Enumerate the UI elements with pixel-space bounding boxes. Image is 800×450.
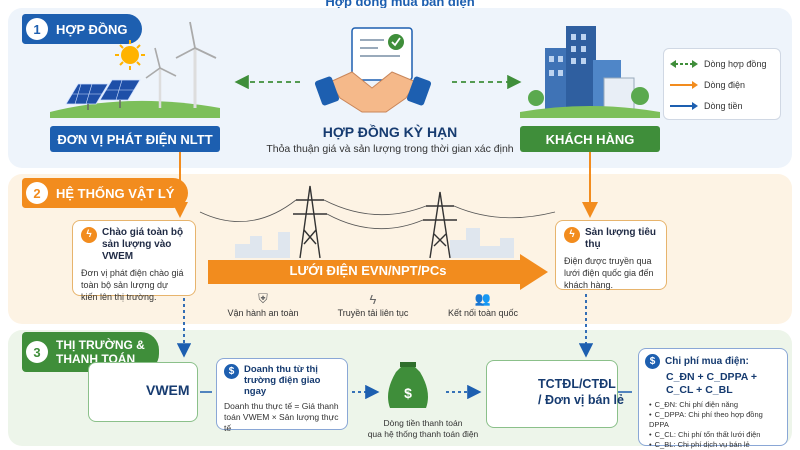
generator-label: ĐƠN VỊ PHÁT ĐIỆN NLTT <box>50 126 220 152</box>
lightning-icon: ϟ <box>369 291 377 307</box>
lightning-icon: ϟ <box>81 227 97 243</box>
grid-label: LƯỚI ĐIỆN EVN/NPT/PCs <box>289 263 447 278</box>
handshake-icon <box>314 71 432 113</box>
section-number: 2 <box>26 182 48 204</box>
section-contract-header: 1 HỢP ĐỒNG <box>22 14 142 44</box>
section-physical-header: 2 HỆ THỐNG VẬT LÝ <box>22 178 189 208</box>
offer-card-title: Chào giá toàn bộ sản lượng vào VWEM <box>102 227 184 262</box>
feature-label: Vận hành an toàn <box>227 308 299 318</box>
cost-formula-line2: C_CL + C_BL <box>666 384 733 396</box>
vwem-box <box>88 362 198 422</box>
feature-item: ⛨ Vận hành an toàn <box>208 290 318 318</box>
retailer-box <box>486 360 618 428</box>
revenue-card-body: Doanh thu thực tế = Giá thanh toán VWEM … <box>224 401 339 433</box>
cost-item: C_ĐN: Chi phí điện năng <box>649 400 781 410</box>
legend-line-icon <box>670 101 698 110</box>
legend-label: Dòng điện <box>704 79 746 90</box>
cost-card-title: Chi phí mua điện: <box>665 355 749 367</box>
contract-subtitle: Thỏa thuận giá và sản lượng trong thời g… <box>266 143 514 155</box>
grass-icon <box>50 100 220 118</box>
offer-card-body: Đơn vị phát điện chào giá toàn bộ sản lư… <box>81 268 184 302</box>
legend-item: Dòng hợp đồng <box>670 53 774 74</box>
payment-flow-text-line2: qua hệ thống thanh toán điện <box>367 429 479 439</box>
legend-line-icon <box>670 80 698 89</box>
svg-text:$: $ <box>404 385 412 401</box>
shield-icon: ⛨ <box>258 291 268 306</box>
section-label: HỢP ĐỒNG <box>56 21 128 37</box>
buildings-icon <box>520 26 660 118</box>
vwem-label: VWEM <box>146 382 190 398</box>
payment-flow-text-line1: Dòng tiền thanh toán <box>383 418 463 428</box>
feature-label: Truyền tải liên tục <box>337 308 409 318</box>
feature-label: Kết nối toàn quốc <box>447 308 519 318</box>
consumption-card-title: Sản lượng tiêu thụ <box>585 227 657 250</box>
customer-label: KHÁCH HÀNG <box>520 126 660 152</box>
feature-item: 👥 Kết nối toàn quốc <box>428 290 538 318</box>
retailer-label-line1: TCTĐL/CTĐL <box>538 377 616 391</box>
retailer-label: TCTĐL/CTĐL / Đơn vị bán lẻ <box>538 376 624 408</box>
consumption-card-body: Điện được truyền qua lưới điện quốc gia … <box>564 256 654 290</box>
contract-title: HỢP ĐỒNG KỲ HẠN <box>322 124 458 140</box>
sun-icon <box>115 40 145 70</box>
revenue-card: $Doanh thu từ thị trường điện giao ngay … <box>216 358 348 433</box>
offer-card: ϟ Chào giá toàn bộ sản lượng vào VWEM Đơn… <box>72 220 196 302</box>
cost-formula-line1: C_ĐN + C_DPPA + <box>666 371 758 383</box>
consumption-card: ϟ Sản lượng tiêu thụ Điện được truyền qua… <box>555 220 667 290</box>
section-label: HỆ THỐNG VẬT LÝ <box>56 185 175 201</box>
power-tower-icon <box>199 185 556 259</box>
lightning-icon: ϟ <box>564 227 580 243</box>
legend-item: Dòng tiền <box>670 95 774 116</box>
people-icon: 👥 <box>474 291 492 306</box>
dollar-icon: $ <box>645 354 660 369</box>
payment-flow-text: Dòng tiền thanh toán qua hệ thống thanh … <box>348 418 498 440</box>
cost-item: C_DPPA: Chi phí theo hợp đồng DPPA <box>649 410 781 430</box>
solar-panel-icon <box>65 79 141 110</box>
cost-item: C_CL: Chi phí tổn thất lưới điện <box>649 430 781 440</box>
retailer-label-line2: / Đơn vị bán lẻ <box>538 393 624 407</box>
skyline-icon <box>450 228 514 258</box>
cost-card: $ Chi phí mua điện: C_ĐN + C_DPPA + C_CL … <box>638 348 788 449</box>
legend-label: Dòng hợp đồng <box>704 58 767 69</box>
legend-line-icon <box>670 59 698 68</box>
grid-arrow-shape <box>208 254 548 290</box>
section-number: 3 <box>26 341 48 363</box>
section-number: 1 <box>26 18 48 40</box>
contract-document-icon <box>351 27 413 81</box>
money-bag-icon: $ <box>388 362 428 408</box>
legend-label: Dòng tiền <box>704 100 743 111</box>
wind-turbine-icon <box>145 21 217 108</box>
legend-item: Dòng điện <box>670 74 774 95</box>
cost-item: C_BL: Chi phí dịch vụ bán lẻ <box>649 440 781 450</box>
dollar-icon: $ <box>224 364 239 379</box>
section-label-line1: THỊ TRƯỜNG & <box>56 338 145 352</box>
skyline-icon <box>235 232 290 258</box>
diagram-title: Hợp đồng mua bán điện <box>325 0 475 9</box>
revenue-card-title: Doanh thu từ thị trường điện giao ngay <box>244 364 321 397</box>
feature-item: ϟ Truyền tải liên tục <box>318 290 428 319</box>
